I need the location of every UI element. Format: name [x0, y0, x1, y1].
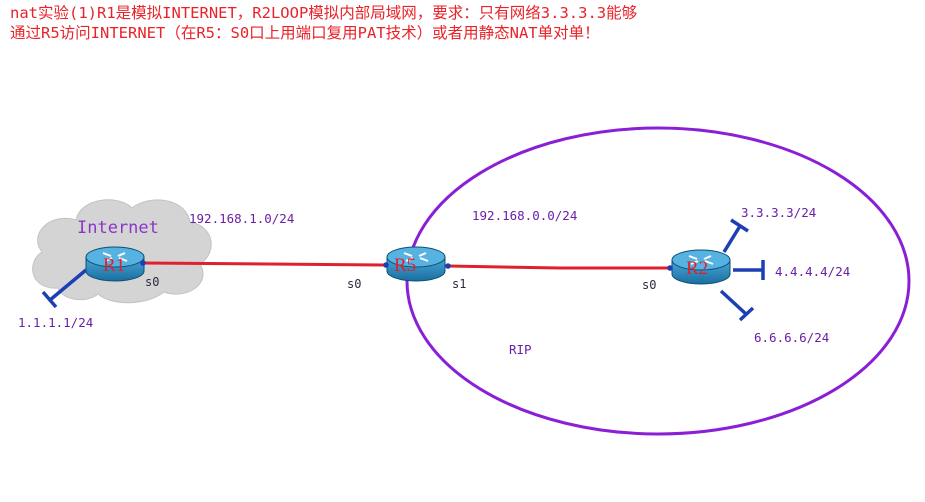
wan-network-label: 192.168.1.0/24	[189, 211, 294, 226]
r2-loopback-icon-2	[733, 260, 765, 280]
title-line-2: 通过R5访问INTERNET（在R5：S0口上用端口复用PAT技术）或者用静态N…	[10, 24, 600, 42]
r1-s0-label: s0	[145, 275, 159, 289]
router-r5-name: R5	[394, 255, 416, 276]
router-r1-name: R1	[103, 255, 125, 276]
lan-network-label: 192.168.0.0/24	[472, 208, 577, 223]
r5-s0-label: s0	[347, 277, 361, 291]
rip-domain-ellipse	[405, 126, 911, 436]
cloud-label: Internet	[77, 218, 159, 238]
router-r2-name: R2	[686, 258, 708, 279]
link-r1-r5	[142, 261, 387, 267]
r2-loopback-icon-3	[719, 289, 755, 322]
r2-loopback-label-1: 3.3.3.3/24	[741, 205, 816, 220]
r2-s0-label: s0	[642, 278, 656, 292]
r2-loopback-icon-1	[722, 218, 749, 253]
port-dots	[140, 260, 673, 271]
r5-s1-label: s1	[452, 277, 466, 291]
r2-loopback-label-2: 4.4.4.4/24	[775, 264, 850, 279]
r1-loopback-label: 1.1.1.1/24	[18, 315, 93, 330]
title-line-1: nat实验(1)R1是模拟INTERNET，R2LOOP模拟内部局域网，要求：只…	[10, 4, 638, 22]
r2-loopback-label-3: 6.6.6.6/24	[754, 330, 829, 345]
r1-loopback-icon	[41, 268, 88, 309]
link-r5-r2	[447, 264, 670, 270]
rip-label: RIP	[509, 342, 532, 357]
